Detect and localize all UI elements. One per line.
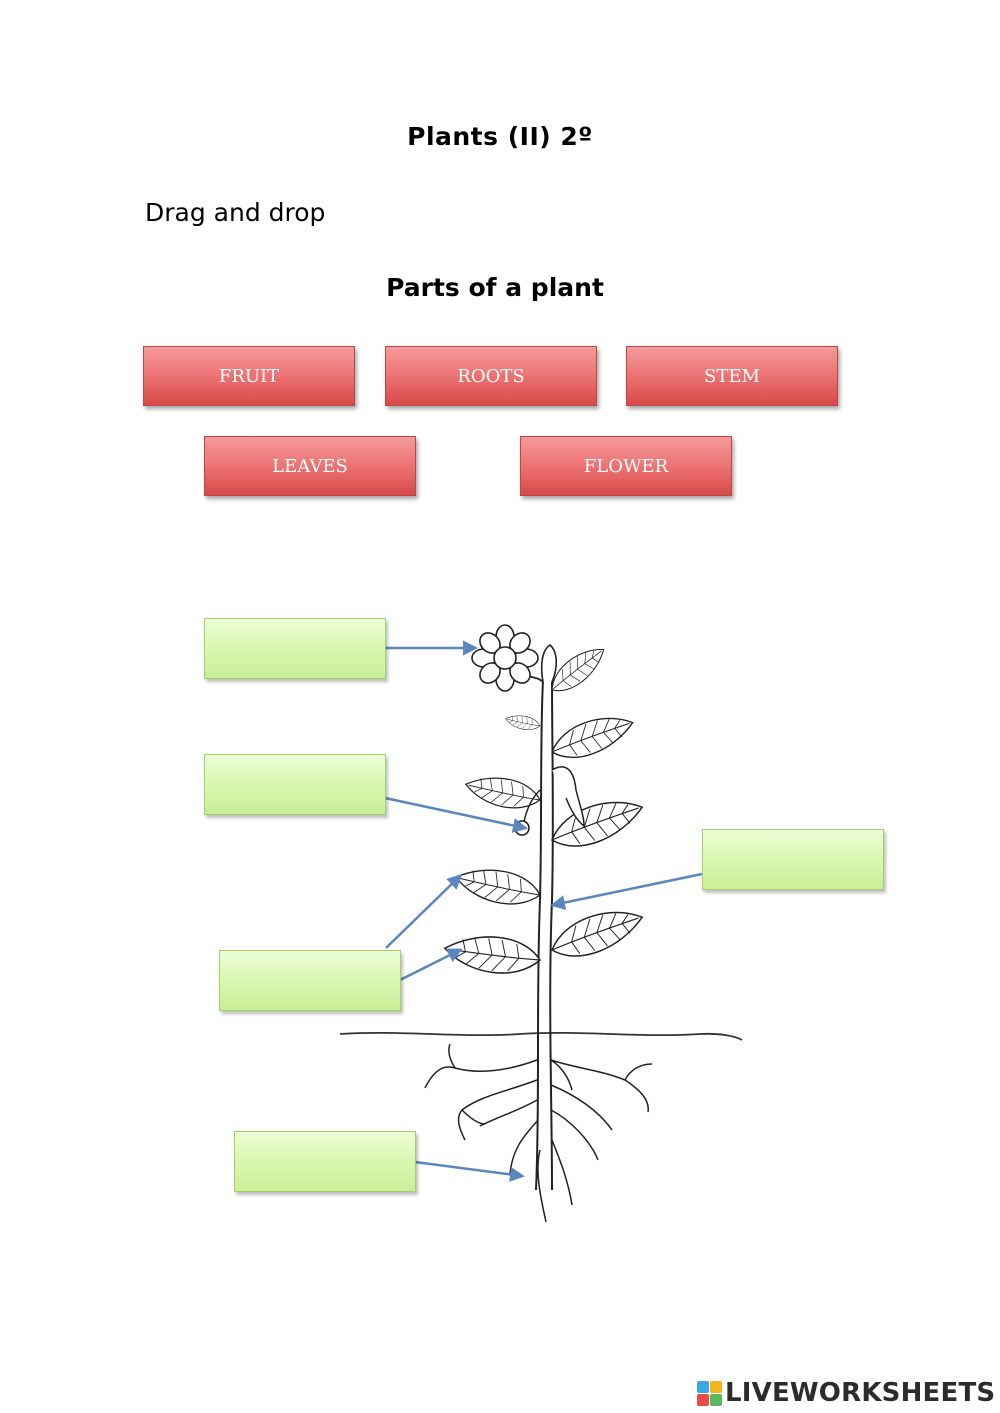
- instruction-text: Drag and drop: [145, 198, 326, 227]
- page-title: Plants (II) 2º: [407, 122, 593, 151]
- drop-target-flower[interactable]: [204, 618, 386, 679]
- drag-word-fruit[interactable]: FRUIT: [143, 346, 355, 406]
- drop-target-stem[interactable]: [702, 829, 884, 890]
- section-subtitle: Parts of a plant: [386, 273, 604, 302]
- brand-name: LIVEWORKSHEETS: [725, 1378, 996, 1408]
- drag-word-roots[interactable]: ROOTS: [385, 346, 597, 406]
- drop-target-fruit[interactable]: [204, 754, 386, 815]
- drag-word-leaves[interactable]: LEAVES: [204, 436, 416, 496]
- drop-target-roots[interactable]: [234, 1131, 416, 1192]
- drag-word-stem[interactable]: STEM: [626, 346, 838, 406]
- drag-word-flower[interactable]: FLOWER: [520, 436, 732, 496]
- drop-target-leaves[interactable]: [219, 950, 401, 1011]
- brand-logo: LIVEWORKSHEETS: [697, 1378, 995, 1408]
- liveworksheets-logo-icon: [697, 1380, 722, 1406]
